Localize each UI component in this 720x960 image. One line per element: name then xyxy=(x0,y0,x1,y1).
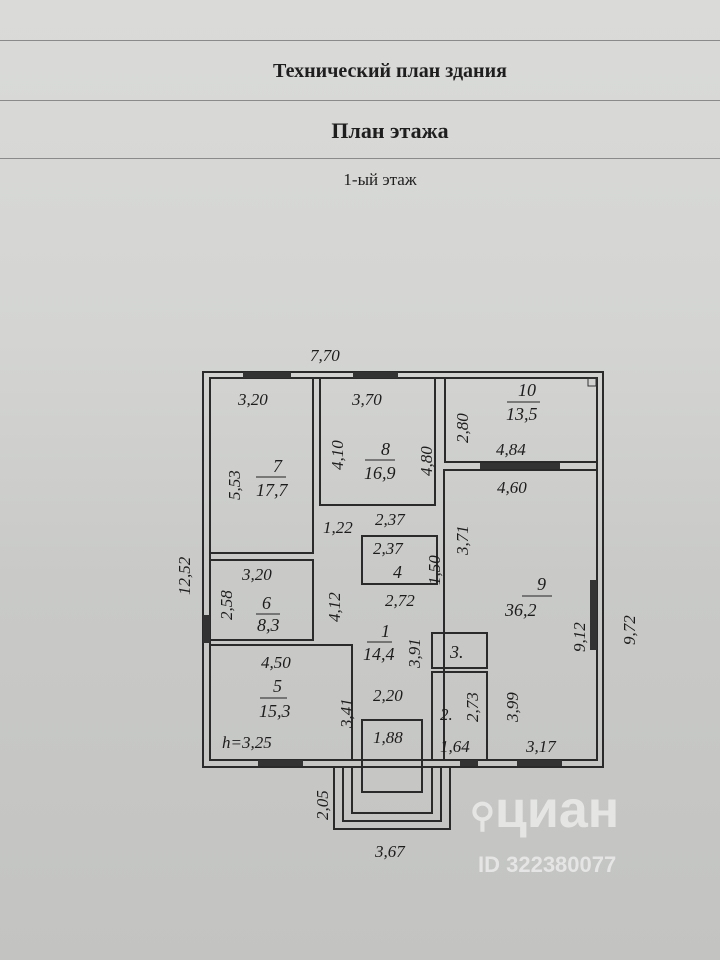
dim: 3,20 xyxy=(237,390,268,409)
room-number: 8 xyxy=(381,439,390,459)
room-3 xyxy=(431,632,488,669)
document-title: Технический план здания xyxy=(273,60,507,82)
room-number: 9 xyxy=(537,574,546,594)
dim: 1,22 xyxy=(323,518,353,537)
divider xyxy=(0,158,720,159)
dim: 1,50 xyxy=(425,555,444,585)
room-area: 13,5 xyxy=(506,404,538,424)
dim-porch-depth: 2,05 xyxy=(313,790,332,820)
room-area: 36,2 xyxy=(504,600,537,620)
dim: 4,80 xyxy=(417,446,436,476)
room-number: 5 xyxy=(273,676,282,696)
dim: 4,84 xyxy=(496,440,526,459)
location-pin-icon: ⚲ xyxy=(470,797,495,835)
watermark-logo: ⚲циан xyxy=(470,780,619,840)
dim: 2,80 xyxy=(453,413,472,443)
room-2 xyxy=(431,671,488,761)
room-number: 2. xyxy=(440,705,453,724)
room-number: 10 xyxy=(518,380,536,400)
dim: 2,72 xyxy=(385,591,415,610)
dim: 2,58 xyxy=(217,590,236,620)
dim: 9,12 xyxy=(570,622,589,652)
dim: 1,64 xyxy=(440,737,470,756)
dim: 3,70 xyxy=(351,390,382,409)
dim: 3,17 xyxy=(525,737,557,756)
room-6 xyxy=(209,559,314,641)
dim: 4,12 xyxy=(325,592,344,622)
room-4 xyxy=(361,535,438,585)
room-area: 14,4 xyxy=(363,644,395,664)
divider xyxy=(0,100,720,101)
dim-width: 7,70 xyxy=(310,346,340,365)
dim: 3,41 xyxy=(337,698,356,729)
windows xyxy=(203,372,597,766)
room-number: 1 xyxy=(381,621,390,641)
room-number: 4 xyxy=(393,562,402,582)
dim: 1,88 xyxy=(373,728,403,747)
entrance xyxy=(361,719,423,793)
dim: 2,37 xyxy=(373,539,404,558)
dim: 3,20 xyxy=(241,565,272,584)
room-number: 6 xyxy=(262,593,271,613)
plan-title: План этажа xyxy=(331,118,449,143)
dim: 3,91 xyxy=(405,638,424,669)
room-number: 3. xyxy=(449,642,464,662)
room-area: 8,3 xyxy=(257,615,280,635)
dim: 3,99 xyxy=(503,692,522,723)
dim: 4,10 xyxy=(328,440,347,470)
dim-height-left: 12,52 xyxy=(175,556,194,595)
ceiling-height: h=3,25 xyxy=(222,733,272,752)
room-area: 15,3 xyxy=(259,701,291,721)
dim: 4,50 xyxy=(261,653,291,672)
room-10 xyxy=(444,377,598,463)
dim-porch-width: 3,67 xyxy=(374,842,406,861)
room-number: 7 xyxy=(273,456,283,476)
dim: 2,20 xyxy=(373,686,403,705)
divider xyxy=(0,40,720,41)
dim-height-right: 9,72 xyxy=(620,615,639,645)
watermark-id: ID 322380077 xyxy=(478,852,617,877)
dim: 2,37 xyxy=(375,510,406,529)
dim: 2,73 xyxy=(463,692,482,722)
watermark-brand: циан xyxy=(494,781,620,839)
dim: 5,53 xyxy=(225,470,244,500)
room-area: 16,9 xyxy=(364,463,396,483)
room-area: 17,7 xyxy=(256,480,289,500)
floor-label: 1-ый этаж xyxy=(343,170,417,189)
dim: 3,71 xyxy=(453,525,472,556)
dim: 4,60 xyxy=(497,478,527,497)
